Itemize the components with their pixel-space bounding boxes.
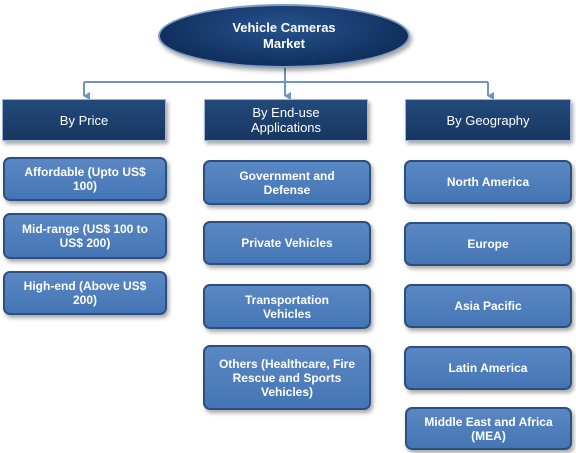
leaf-affordable: Affordable (Upto US$ 100) — [3, 157, 167, 201]
leaf-label: Europe — [467, 237, 509, 251]
leaf-government-and-defense: Government and Defense — [203, 160, 371, 205]
leaf-asia-pacific: Asia Pacific — [404, 284, 572, 328]
leaf-transportation-vehicles: Transportation Vehicles — [203, 284, 371, 329]
leaf-middle-east-and-africa: Middle East and Africa (MEA) — [405, 407, 572, 450]
leaf-private-vehicles: Private Vehicles — [203, 221, 371, 265]
leaf-europe: Europe — [404, 222, 572, 266]
leaf-label: Asia Pacific — [454, 299, 522, 313]
leaf-label: Latin America — [448, 361, 528, 375]
leaf-label: High-end (Above US$ 200) — [23, 279, 147, 307]
category-by-price: By Price — [2, 99, 166, 141]
leaf-north-america: North America — [404, 160, 572, 204]
category-label: By Price — [59, 112, 109, 128]
leaf-others: Others (Healthcare, Fire Rescue and Spor… — [203, 345, 371, 410]
category-by-geography: By Geography — [405, 99, 571, 141]
category-label: By End-use Applications — [250, 105, 322, 135]
leaf-label: Mid-range (US$ 100 to US$ 200) — [21, 222, 149, 250]
leaf-latin-america: Latin America — [404, 346, 572, 390]
leaf-label: Government and Defense — [239, 168, 335, 197]
root-title: Vehicle Cameras Market — [232, 20, 336, 51]
leaf-mid-range: Mid-range (US$ 100 to US$ 200) — [3, 213, 167, 259]
root-node-vehicle-cameras-market: Vehicle Cameras Market — [158, 4, 410, 68]
leaf-label: Others (Healthcare, Fire Rescue and Spor… — [218, 356, 356, 399]
leaf-high-end: High-end (Above US$ 200) — [3, 271, 167, 315]
category-by-end-use-applications: By End-use Applications — [204, 99, 368, 141]
leaf-label: Middle East and Africa (MEA) — [424, 414, 553, 443]
leaf-label: Transportation Vehicles — [244, 292, 329, 321]
leaf-label: Private Vehicles — [241, 236, 333, 250]
leaf-label: North America — [446, 175, 530, 189]
leaf-label: Affordable (Upto US$ 100) — [24, 165, 146, 193]
category-label: By Geography — [446, 112, 530, 128]
